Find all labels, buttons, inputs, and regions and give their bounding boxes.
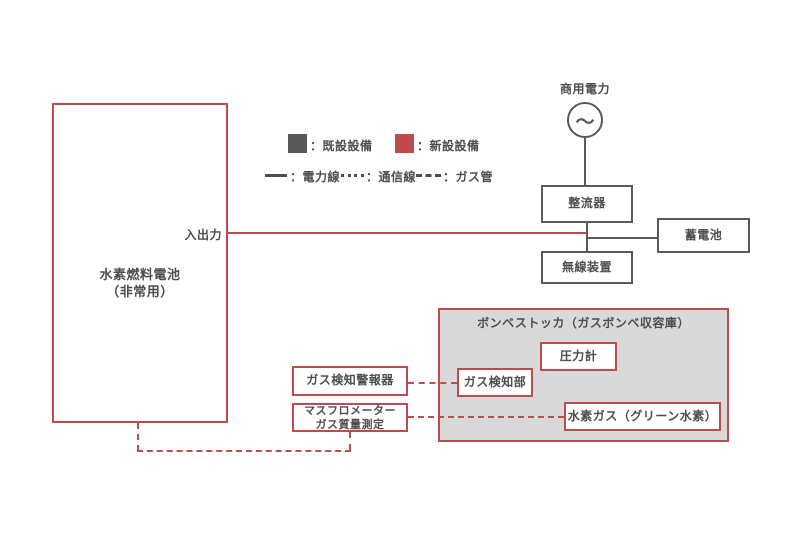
- legend-power-line-sample: [265, 174, 287, 177]
- ac-source-icon: ～: [567, 102, 603, 138]
- mass-flow-label-line2: ガス質量測定: [315, 417, 385, 431]
- gas-detector-box: ガス検知部: [457, 368, 533, 397]
- pressure-gauge-label: 圧力計: [559, 348, 598, 363]
- legend-comm-line-label: ：通信線: [366, 170, 417, 184]
- rectifier-box: 整流器: [541, 185, 633, 223]
- gas-pipe-massflow-vertical: [349, 432, 351, 450]
- pressure-gauge-box: 圧力計: [540, 342, 617, 371]
- gas-alarm-label: ガス検知警報器: [306, 373, 394, 388]
- gas-pipe-horizontal: [137, 450, 351, 452]
- legend-new-swatch: [395, 134, 414, 153]
- fuel-cell-label-line1: 水素燃料電池: [99, 268, 181, 284]
- battery-box: 蓄電池: [657, 218, 750, 253]
- ac-symbol: ～: [575, 110, 595, 133]
- legend-existing-swatch: [288, 134, 307, 153]
- hydrogen-gas-label: 水素ガス（グリーン水素）: [567, 408, 718, 423]
- gas-alarm-box: ガス検知警報器: [292, 366, 408, 396]
- io-label: 入出力: [184, 228, 222, 242]
- line-alarm-to-detector: [408, 382, 457, 384]
- battery-label: 蓄電池: [684, 227, 723, 242]
- mass-flow-label-line1: マスフロメーター: [304, 403, 396, 417]
- fuel-cell-box: 水素燃料電池 （非常用）: [52, 103, 228, 423]
- legend-power-line-label: ：電力線: [290, 170, 341, 184]
- gas-pipe-massflow-to-hydrogen: [408, 416, 564, 418]
- line-branch-to-battery: [587, 237, 657, 239]
- legend-new-label: ：新設設備: [417, 139, 480, 153]
- mass-flow-meter-box: マスフロメーター ガス質量測定: [292, 403, 408, 432]
- gas-pipe-fuelcell-vertical: [137, 423, 139, 451]
- fuel-cell-label-line2: （非常用）: [106, 285, 174, 300]
- legend-comm-line-sample: [341, 174, 364, 177]
- hydrogen-gas-box: 水素ガス（グリーン水素）: [564, 402, 721, 431]
- stocker-title: ボンベストッカ（ガスボンベ収容庫）: [477, 316, 690, 330]
- legend-existing-label: ：既設設備: [310, 139, 373, 153]
- line-acsource-to-rectifier: [584, 138, 586, 185]
- wireless-box: 無線装置: [541, 251, 633, 284]
- wireless-label: 無線装置: [561, 259, 612, 274]
- gas-detector-label: ガス検知部: [463, 374, 527, 389]
- legend-gas-pipe-label: ：ガス管: [443, 170, 494, 184]
- commercial-power-label: 商用電力: [559, 82, 610, 96]
- rectifier-label: 整流器: [568, 196, 606, 211]
- power-line-fuelcell-to-rectifier: [228, 232, 587, 234]
- legend-gas-pipe-sample: [416, 174, 441, 177]
